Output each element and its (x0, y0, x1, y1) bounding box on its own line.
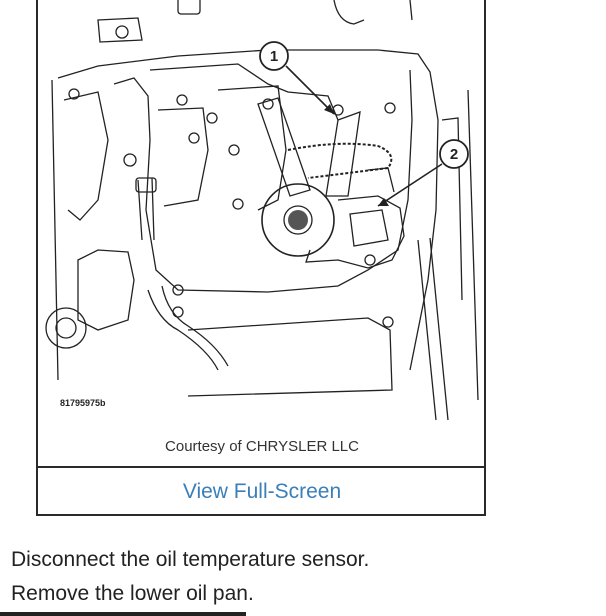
svg-text:2: 2 (450, 146, 458, 163)
bottom-divider (0, 612, 246, 616)
engine-diagram: 1 2 81795975b (45, 0, 479, 421)
instruction-step: Disconnect the oil temperature sensor. (11, 548, 370, 571)
svg-text:1: 1 (270, 48, 278, 65)
callout-1: 1 (259, 41, 335, 115)
figure-card: 1 2 81795975b Courtesy of CHRYSLER LLC V… (36, 0, 486, 516)
view-fullscreen-button[interactable]: View Full-Screen (182, 480, 342, 503)
instruction-list: Disconnect the oil temperature sensor. R… (11, 543, 369, 611)
instruction-step: Remove the lower oil pan. (11, 582, 254, 605)
callout-2: 2 (377, 139, 469, 207)
figure-caption: Courtesy of CHRYSLER LLC (165, 438, 359, 455)
divider (38, 466, 486, 468)
figure-id-label: 81795975b (60, 398, 106, 408)
